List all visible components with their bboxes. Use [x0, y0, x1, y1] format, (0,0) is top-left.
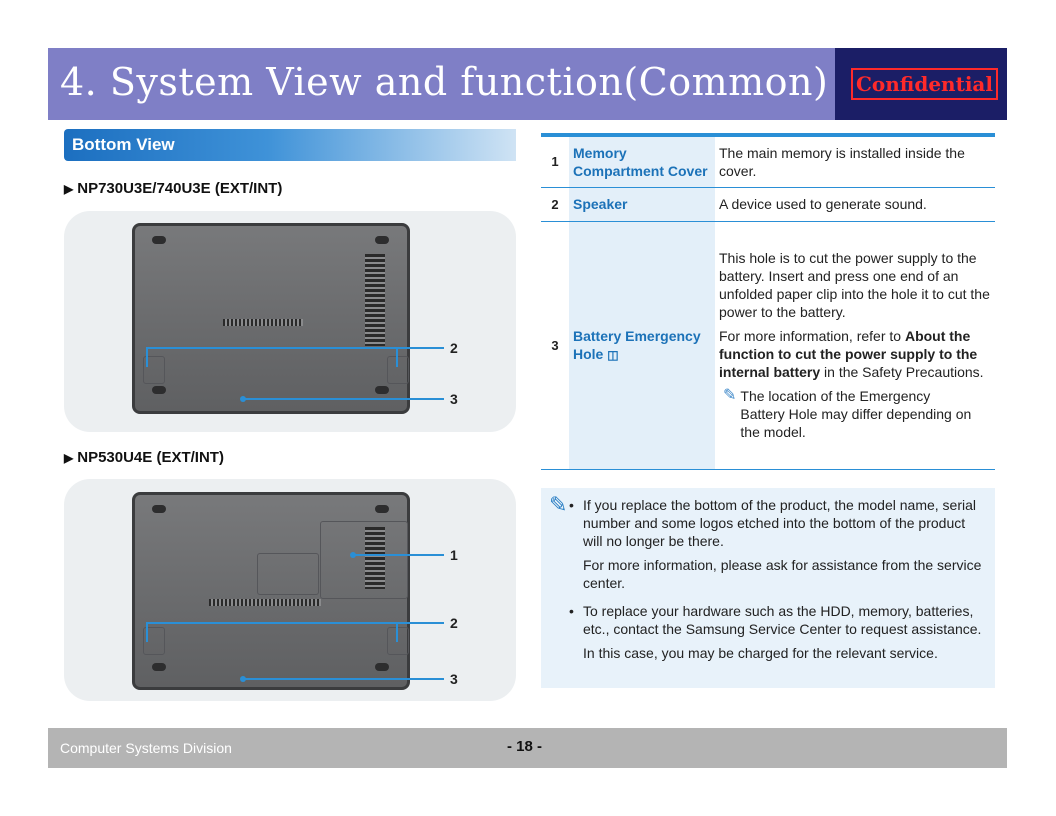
note-text: To replace your hardware such as the HDD… — [583, 603, 982, 637]
note-item-1: • If you replace the bottom of the produ… — [569, 496, 987, 592]
callout-dot — [240, 396, 246, 402]
callout-number: 3 — [450, 671, 458, 687]
description-paragraph: For more information, refer to About the… — [719, 328, 984, 380]
callout-number: 2 — [450, 340, 458, 356]
callout-dot — [350, 552, 356, 558]
note-text: If you replace the bottom of the product… — [583, 497, 976, 549]
note-subtext: For more information, please ask for ass… — [583, 557, 982, 591]
location-note: ✎ The location of the Emergency Battery … — [719, 387, 991, 441]
callout-line — [245, 398, 444, 400]
component-name: Battery Emergency Hole — [573, 327, 701, 362]
model-label-2: ▶NP530U4E (EXT/INT) — [64, 449, 224, 466]
triangle-bullet-icon: ▶ — [64, 182, 74, 196]
table-row: 2 Speaker A device used to generate soun… — [541, 187, 995, 222]
callout-number: 3 — [450, 391, 458, 407]
note-item-2: • To replace your hardware such as the H… — [569, 602, 987, 662]
note-subtext: In this case, you may be charged for the… — [583, 645, 938, 661]
callout-line — [398, 622, 444, 624]
model-label-1: ▶NP730U3E/740U3E (EXT/INT) — [64, 180, 282, 197]
callout-number: 1 — [450, 547, 458, 563]
reference-title: About the function to cut the power supp… — [719, 328, 978, 380]
callout-line — [355, 554, 444, 556]
callout-number: 2 — [450, 615, 458, 631]
page-title: 4. System View and function(Common) — [60, 60, 829, 104]
component-name: Memory Compartment Cover — [569, 135, 715, 188]
laptop-bottom-image-1 — [132, 223, 410, 414]
section-title: Bottom View — [72, 135, 175, 154]
component-description: A device used to generate sound. — [715, 187, 995, 222]
note-text: The location of the Emergency Battery Ho… — [740, 388, 972, 440]
callout-line — [146, 347, 398, 349]
table-row: 3 Battery Emergency Hole ◫ This hole is … — [541, 221, 995, 470]
notes-box: ✎ • If you replace the bottom of the pro… — [541, 488, 995, 688]
callout-line — [396, 622, 398, 642]
pencil-note-icon: ✎ — [549, 492, 568, 517]
callout-line — [398, 347, 444, 349]
pencil-note-icon: ✎ — [723, 387, 737, 404]
component-description: This hole is to cut the power supply to … — [715, 221, 995, 470]
callout-line — [245, 678, 444, 680]
component-table: 1 Memory Compartment Cover The main memo… — [541, 133, 995, 470]
component-name: Speaker — [569, 187, 715, 222]
confidential-box: Confidential — [835, 48, 1007, 120]
model-name: NP530U4E (EXT/INT) — [77, 449, 224, 466]
callout-line — [396, 347, 398, 367]
row-number: 2 — [541, 187, 569, 222]
footer-bar: Computer Systems Division - 18 - — [48, 728, 1007, 768]
triangle-bullet-icon: ▶ — [64, 451, 74, 465]
row-number: 1 — [541, 135, 569, 188]
page-number: - 18 - — [507, 738, 543, 755]
table-row: 1 Memory Compartment Cover The main memo… — [541, 135, 995, 188]
laptop-bottom-image-2 — [132, 492, 410, 690]
division-label: Computer Systems Division — [60, 740, 232, 756]
row-number: 3 — [541, 221, 569, 470]
callout-line — [146, 347, 148, 367]
callout-dot — [240, 676, 246, 682]
model-name: NP730U3E/740U3E (EXT/INT) — [77, 180, 283, 197]
callout-line — [146, 622, 148, 642]
description-paragraph: This hole is to cut the power supply to … — [719, 250, 990, 320]
confidential-badge: Confidential — [851, 68, 998, 100]
callout-line — [146, 622, 398, 624]
battery-hole-icon: ◫ — [607, 347, 619, 362]
section-header: Bottom View — [64, 129, 516, 161]
component-name-cell: Battery Emergency Hole ◫ — [569, 221, 715, 470]
component-description: The main memory is installed inside the … — [715, 135, 995, 188]
